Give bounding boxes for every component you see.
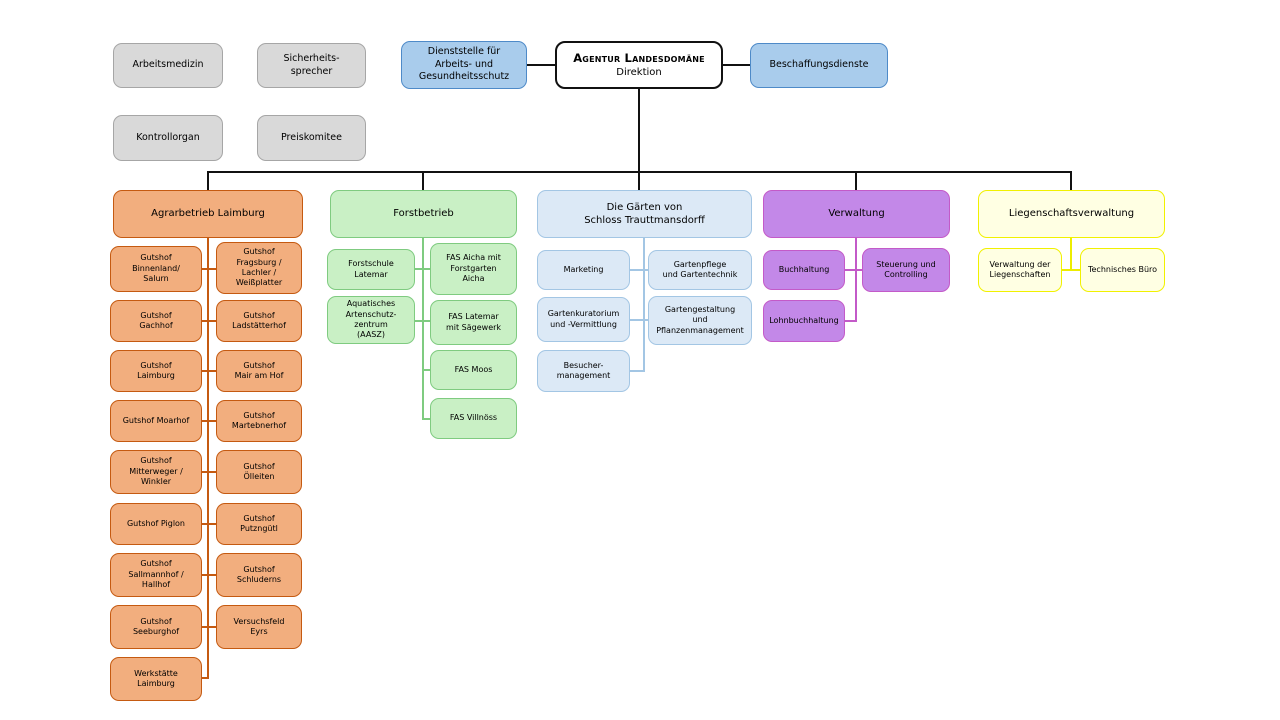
connector (202, 574, 216, 576)
connector (1070, 172, 1072, 190)
branch-gaerten-trauttmansdorff: Die Gärten von Schloss Trauttmansdorff (537, 190, 752, 238)
node-gutshof-sallmannhof-hallhof: Gutshof Sallmannhof / Hallhof (110, 553, 202, 597)
node-direktion: Agentur Landesdomäne Direktion (555, 41, 723, 89)
connector (207, 171, 1072, 173)
node-kontrollorgan: Kontrollorgan (113, 115, 223, 161)
node-marketing: Marketing (537, 250, 630, 290)
node-fas-aicha: FAS Aicha mit Forstgarten Aicha (430, 243, 517, 295)
node-forstschule-latemar: Forstschule Latemar (327, 249, 415, 290)
node-gutshof-moarhof: Gutshof Moarhof (110, 400, 202, 442)
node-technisches-buero: Technisches Büro (1080, 248, 1165, 292)
connector (202, 268, 216, 270)
root-subtitle: Direktion (616, 66, 662, 78)
node-gutshof-fragsburg-lachler-weissplatter: Gutshof Fragsburg / Lachler / Weißplatte… (216, 242, 302, 294)
connector (207, 172, 209, 190)
branch-forstbetrieb: Forstbetrieb (330, 190, 517, 238)
node-gartenkuratorium-vermittlung: Gartenkuratorium und -Vermittlung (537, 297, 630, 342)
node-verwaltung-der-liegenschaften: Verwaltung der Liegenschaften (978, 248, 1062, 292)
node-preiskomitee: Preiskomitee (257, 115, 366, 161)
connector (855, 172, 857, 190)
connector (630, 319, 648, 321)
node-lohnbuchhaltung: Lohnbuchhaltung (763, 300, 845, 342)
node-gutshof-putzngutl: Gutshof Putzngütl (216, 503, 302, 545)
connector (202, 370, 216, 372)
connector (643, 238, 645, 372)
connector (630, 269, 648, 271)
connector (202, 677, 208, 679)
connector (422, 238, 424, 420)
connector (845, 320, 857, 322)
connector (202, 523, 216, 525)
node-fas-villnoess: FAS Villnöss (430, 398, 517, 439)
connector (207, 238, 209, 679)
connector (202, 471, 216, 473)
connector (527, 64, 555, 66)
node-werkstaette-laimburg: Werkstätte Laimburg (110, 657, 202, 701)
connector (202, 320, 216, 322)
branch-agrarbetrieb: Agrarbetrieb Laimburg (113, 190, 303, 238)
node-dienststelle-arbeitsschutz: Dienststelle für Arbeits- und Gesundheit… (401, 41, 527, 89)
branch-liegenschaftsverwaltung: Liegenschaftsverwaltung (978, 190, 1165, 238)
node-gutshof-binnenland-salurn: Gutshof Binnenland/ Salurn (110, 246, 202, 292)
node-fas-moos: FAS Moos (430, 350, 517, 390)
connector (415, 320, 430, 322)
connector (422, 418, 430, 420)
branch-verwaltung: Verwaltung (763, 190, 950, 238)
node-gartengestaltung-pflanzenmanagement: Gartengestaltung und Pflanzenmanagement (648, 296, 752, 345)
node-aquatisches-artenschutzzentrum: Aquatisches Artenschutz- zentrum (AASZ) (327, 296, 415, 344)
connector (202, 626, 216, 628)
connector (1070, 238, 1072, 271)
node-gartenpflege-gartentechnik: Gartenpflege und Gartentechnik (648, 250, 752, 290)
connector (415, 268, 430, 270)
node-gutshof-gachhof: Gutshof Gachhof (110, 300, 202, 342)
node-gutshof-martebnerhof: Gutshof Martebnerhof (216, 400, 302, 442)
connector (845, 269, 862, 271)
connector (422, 369, 430, 371)
node-gutshof-seeburghof: Gutshof Seeburghof (110, 605, 202, 649)
connector (422, 172, 424, 190)
node-gutshof-mitterweger-winkler: Gutshof Mitterweger / Winkler (110, 450, 202, 494)
node-versuchsfeld-eyrs: Versuchsfeld Eyrs (216, 605, 302, 649)
node-sicherheitssprecher: Sicherheits- sprecher (257, 43, 366, 88)
root-title: Agentur Landesdomäne (573, 51, 705, 66)
connector (723, 64, 750, 66)
node-gutshof-laimburg: Gutshof Laimburg (110, 350, 202, 392)
node-buchhaltung: Buchhaltung (763, 250, 845, 290)
connector (638, 89, 640, 190)
node-fas-latemar-saegewerk: FAS Latemar mit Sägewerk (430, 300, 517, 345)
connector (202, 420, 216, 422)
node-gutshof-oelleiten: Gutshof Ölleiten (216, 450, 302, 494)
node-gutshof-schluderns: Gutshof Schluderns (216, 553, 302, 597)
node-gutshof-piglon: Gutshof Piglon (110, 503, 202, 545)
node-steuerung-controlling: Steuerung und Controlling (862, 248, 950, 292)
node-gutshof-mair-am-hof: Gutshof Mair am Hof (216, 350, 302, 392)
node-arbeitsmedizin: Arbeitsmedizin (113, 43, 223, 88)
node-besuchermanagement: Besucher- management (537, 350, 630, 392)
connector (855, 238, 857, 322)
node-gutshof-ladstaetterhof: Gutshof Ladstätterhof (216, 300, 302, 342)
connector (630, 370, 645, 372)
node-beschaffungsdienste: Beschaffungsdienste (750, 43, 888, 88)
connector (1062, 269, 1080, 271)
